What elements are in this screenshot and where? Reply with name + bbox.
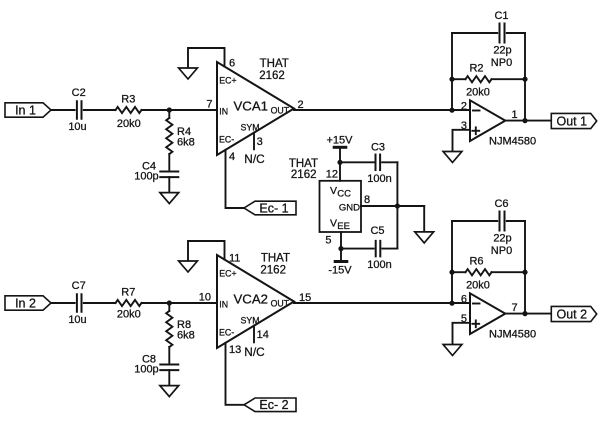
svg-text:R6: R6 <box>469 256 483 268</box>
svg-text:EC+: EC+ <box>219 76 236 86</box>
svg-text:22p: 22p <box>493 45 511 57</box>
svg-text:4: 4 <box>229 151 235 163</box>
svg-text:2162: 2162 <box>260 265 286 277</box>
svg-text:C2: C2 <box>72 87 86 99</box>
svg-text:THAT: THAT <box>260 58 289 70</box>
svg-text:OUT: OUT <box>271 106 290 116</box>
svg-text:8: 8 <box>364 194 370 206</box>
svg-text:1: 1 <box>512 109 518 121</box>
svg-text:R2: R2 <box>469 63 483 75</box>
svg-text:SYM: SYM <box>241 122 260 132</box>
svg-text:7: 7 <box>512 302 518 314</box>
svg-text:THAT: THAT <box>261 253 290 265</box>
svg-text:15: 15 <box>299 292 311 304</box>
svg-text:10u: 10u <box>68 121 86 133</box>
svg-text:OUT: OUT <box>271 299 290 309</box>
svg-text:EC-: EC- <box>219 328 234 338</box>
svg-text:In 2: In 2 <box>15 296 36 310</box>
svg-text:22p: 22p <box>493 233 511 245</box>
svg-text:5: 5 <box>461 313 467 325</box>
svg-text:14: 14 <box>257 329 269 341</box>
svg-text:Ec- 1: Ec- 1 <box>259 201 288 215</box>
svg-text:2162: 2162 <box>259 70 285 82</box>
svg-text:In 1: In 1 <box>15 103 36 117</box>
svg-text:3: 3 <box>257 136 263 148</box>
svg-text:R7: R7 <box>121 287 135 299</box>
svg-text:12: 12 <box>326 169 338 181</box>
svg-text:2: 2 <box>298 99 304 111</box>
svg-text:VCA2: VCA2 <box>234 291 268 306</box>
svg-text:13: 13 <box>229 344 241 356</box>
svg-text:V: V <box>330 185 337 197</box>
svg-text:100p: 100p <box>134 364 158 376</box>
svg-text:R8: R8 <box>177 319 191 331</box>
svg-text:IN: IN <box>219 107 228 117</box>
svg-text:SYM: SYM <box>241 315 260 325</box>
svg-text:100p: 100p <box>134 171 158 183</box>
svg-text:20k0: 20k0 <box>466 280 490 292</box>
svg-text:IN: IN <box>219 300 228 310</box>
svg-text:6k8: 6k8 <box>177 136 195 148</box>
svg-text:C3: C3 <box>371 142 385 154</box>
svg-text:C7: C7 <box>72 280 86 292</box>
svg-text:Out 2: Out 2 <box>557 307 588 321</box>
svg-text:C1: C1 <box>494 10 508 22</box>
svg-text:C5: C5 <box>370 225 384 237</box>
svg-text:EE: EE <box>337 221 350 232</box>
svg-text:VCA1: VCA1 <box>234 98 268 113</box>
svg-text:N/C: N/C <box>244 345 265 359</box>
svg-text:THAT: THAT <box>289 158 318 170</box>
svg-text:Out 1: Out 1 <box>557 114 588 128</box>
svg-text:C4: C4 <box>142 161 156 173</box>
svg-text:20k0: 20k0 <box>466 87 490 99</box>
svg-text:NJM4580: NJM4580 <box>489 328 536 340</box>
svg-text:N/C: N/C <box>244 152 265 166</box>
svg-text:5: 5 <box>325 235 331 247</box>
svg-text:7: 7 <box>206 99 212 111</box>
svg-text:100n: 100n <box>367 259 391 271</box>
svg-text:+15V: +15V <box>327 135 354 147</box>
svg-text:2: 2 <box>461 100 467 112</box>
svg-text:EC+: EC+ <box>219 269 236 279</box>
svg-text:C6: C6 <box>494 198 508 210</box>
svg-text:6: 6 <box>229 58 235 70</box>
svg-text:100n: 100n <box>367 173 391 185</box>
svg-text:6: 6 <box>461 293 467 305</box>
svg-text:V: V <box>330 218 337 230</box>
svg-text:EC-: EC- <box>219 135 234 145</box>
svg-text:C8: C8 <box>142 354 156 366</box>
svg-text:10u: 10u <box>68 314 86 326</box>
svg-text:-15V: -15V <box>328 265 352 277</box>
svg-text:R3: R3 <box>121 94 135 106</box>
svg-text:NP0: NP0 <box>491 57 512 69</box>
svg-text:Ec- 2: Ec- 2 <box>259 398 288 412</box>
svg-text:CC: CC <box>337 189 351 200</box>
svg-text:R4: R4 <box>177 126 191 138</box>
svg-text:3: 3 <box>461 120 467 132</box>
svg-text:20k0: 20k0 <box>117 118 141 130</box>
svg-text:6k8: 6k8 <box>177 329 195 341</box>
svg-text:NJM4580: NJM4580 <box>489 135 536 147</box>
svg-text:2162: 2162 <box>291 169 317 181</box>
svg-text:11: 11 <box>229 253 240 265</box>
svg-text:GND: GND <box>339 203 360 214</box>
svg-text:20k0: 20k0 <box>117 309 141 321</box>
svg-text:NP0: NP0 <box>491 245 512 257</box>
svg-text:10: 10 <box>199 292 211 304</box>
